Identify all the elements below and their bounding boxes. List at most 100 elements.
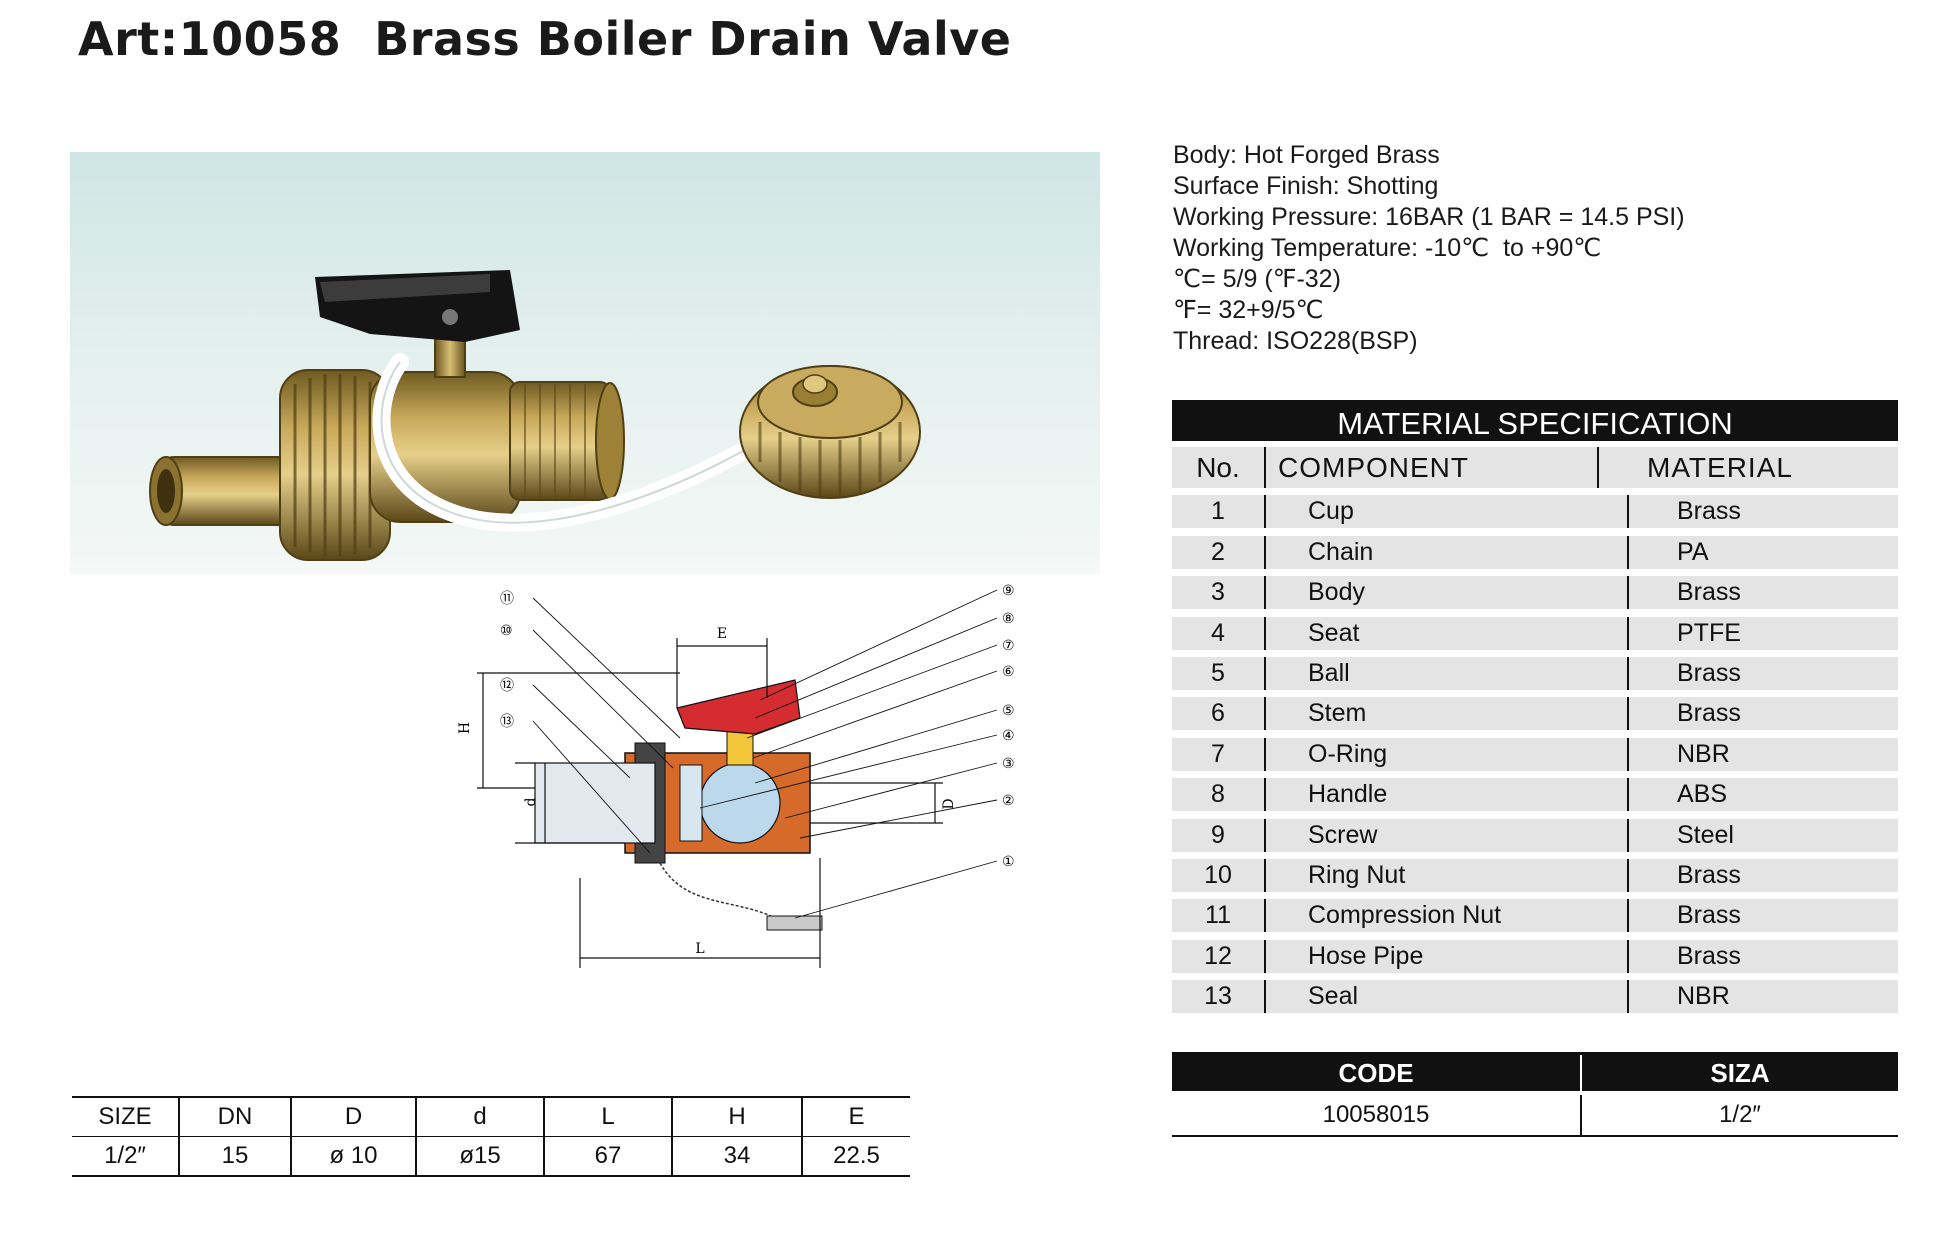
spec-fahrenheit-conversion: ℉= 32+9/5℃ (1173, 296, 1324, 324)
diagram-chain (659, 862, 776, 919)
row-number: 6 (1172, 697, 1266, 731)
material-name: NBR (1677, 982, 1730, 1011)
callout-6: ⑥ (1002, 664, 1015, 680)
dimension-label-d-small: d (523, 797, 539, 806)
specifications: Body: Hot Forged Brass Surface Finish: S… (1173, 140, 1685, 357)
callout-8: ⑧ (1002, 611, 1015, 627)
callout-12: ⑫ (500, 678, 514, 694)
callout-3: ③ (1002, 756, 1015, 772)
spec-thread: Thread: ISO228(BSP) (1173, 327, 1418, 355)
component-name: Seat (1266, 616, 1629, 650)
diagram-ball (699, 762, 781, 844)
component-name: O-Ring (1266, 737, 1629, 771)
diagram-cup (766, 915, 823, 931)
spec-body: Body: Hot Forged Brass (1173, 141, 1440, 169)
component-name: Stem (1266, 697, 1629, 731)
column-header-h: H (672, 1096, 803, 1137)
row-number: 7 (1172, 737, 1266, 771)
row-number: 11 (1172, 899, 1266, 933)
material-name: Brass (1677, 578, 1741, 607)
dimension-table-header: SIZE DN D d L H E (72, 1096, 910, 1137)
product-photo (70, 152, 1100, 574)
component-name: Cup (1266, 495, 1629, 529)
technical-diagram: E H d D L ⑪ ⑩ ⑫ ⑬ ⑨ ⑧ ⑦ ⑥ ⑤ ④ (455, 578, 1055, 968)
siza-value: 1/2″ (1719, 1101, 1761, 1128)
column-header-component: COMPONENT (1266, 447, 1599, 488)
code-table: CODE SIZA 10058015 1/2″ (1172, 1052, 1898, 1137)
row-number: 8 (1172, 778, 1266, 812)
callout-4: ④ (1002, 728, 1015, 744)
d-large-value: ø 10 (291, 1136, 417, 1177)
component-name: Ball (1266, 656, 1629, 690)
row-number: 1 (1172, 495, 1266, 529)
column-header-d-small: d (416, 1096, 545, 1137)
material-name: Brass (1677, 497, 1741, 526)
component-name: Seal (1266, 980, 1629, 1014)
column-header-e: E (802, 1096, 910, 1137)
callout-11: ⑪ (500, 591, 514, 607)
material-name: NBR (1677, 739, 1730, 768)
row-number: 2 (1172, 535, 1266, 569)
spec-working-pressure: Working Pressure: 16BAR (1 BAR = 14.5 PS… (1173, 203, 1685, 231)
callout-1: ① (1002, 854, 1015, 870)
dimension-label-l: L (695, 941, 704, 957)
code-table-header: CODE SIZA (1172, 1052, 1898, 1091)
dn-value: 15 (179, 1136, 292, 1177)
diagram-seat (679, 764, 703, 842)
callout-13: ⑬ (500, 714, 514, 730)
diagram-hose-pipe (534, 762, 656, 844)
material-name: Brass (1677, 941, 1741, 970)
component-name: Screw (1266, 818, 1629, 852)
column-header-size: SIZE (72, 1096, 180, 1137)
size-value: 1/2″ (72, 1136, 180, 1177)
component-name: Ring Nut (1266, 858, 1629, 892)
row-number: 13 (1172, 980, 1266, 1014)
component-name: Handle (1266, 778, 1629, 812)
material-name: PTFE (1677, 618, 1741, 647)
material-name: PA (1677, 537, 1709, 566)
diagram-handle (676, 679, 801, 735)
table-row: 1/2″ 15 ø 10 ø15 67 34 22.5 (72, 1136, 910, 1177)
material-name: Brass (1677, 699, 1741, 728)
material-name: Brass (1677, 860, 1741, 889)
column-header-no: No. (1172, 447, 1266, 488)
callout-2: ② (1002, 793, 1015, 809)
dimension-label-d-large: D (941, 798, 957, 809)
d-small-value: ø15 (416, 1136, 545, 1177)
callout-9: ⑨ (1002, 583, 1015, 599)
component-name: Compression Nut (1266, 899, 1629, 933)
row-number: 5 (1172, 656, 1266, 690)
material-table-header-row: No. COMPONENT MATERIAL (1172, 447, 1898, 488)
table-row: 10058015 1/2″ (1172, 1095, 1898, 1137)
dimension-table: SIZE DN D d L H E 1/2″ 15 ø 10 ø15 67 34… (72, 1096, 910, 1177)
dimension-label-e: E (717, 626, 727, 642)
row-number: 4 (1172, 616, 1266, 650)
column-header-dn: DN (179, 1096, 292, 1137)
column-header-material: MATERIAL (1647, 451, 1793, 483)
component-name: Chain (1266, 535, 1629, 569)
l-value: 67 (544, 1136, 673, 1177)
page-title: Art:10058 Brass Boiler Drain Valve (78, 12, 1012, 66)
spec-celsius-conversion: ℃= 5/9 (℉-32) (1173, 265, 1341, 293)
row-number: 3 (1172, 576, 1266, 610)
material-name: Brass (1677, 658, 1741, 687)
column-header-d-large: D (291, 1096, 417, 1137)
row-number: 12 (1172, 939, 1266, 973)
callout-7: ⑦ (1002, 638, 1015, 654)
row-number: 10 (1172, 858, 1266, 892)
row-number: 9 (1172, 818, 1266, 852)
callout-5: ⑤ (1002, 703, 1015, 719)
spec-surface-finish: Surface Finish: Shotting (1173, 172, 1439, 200)
